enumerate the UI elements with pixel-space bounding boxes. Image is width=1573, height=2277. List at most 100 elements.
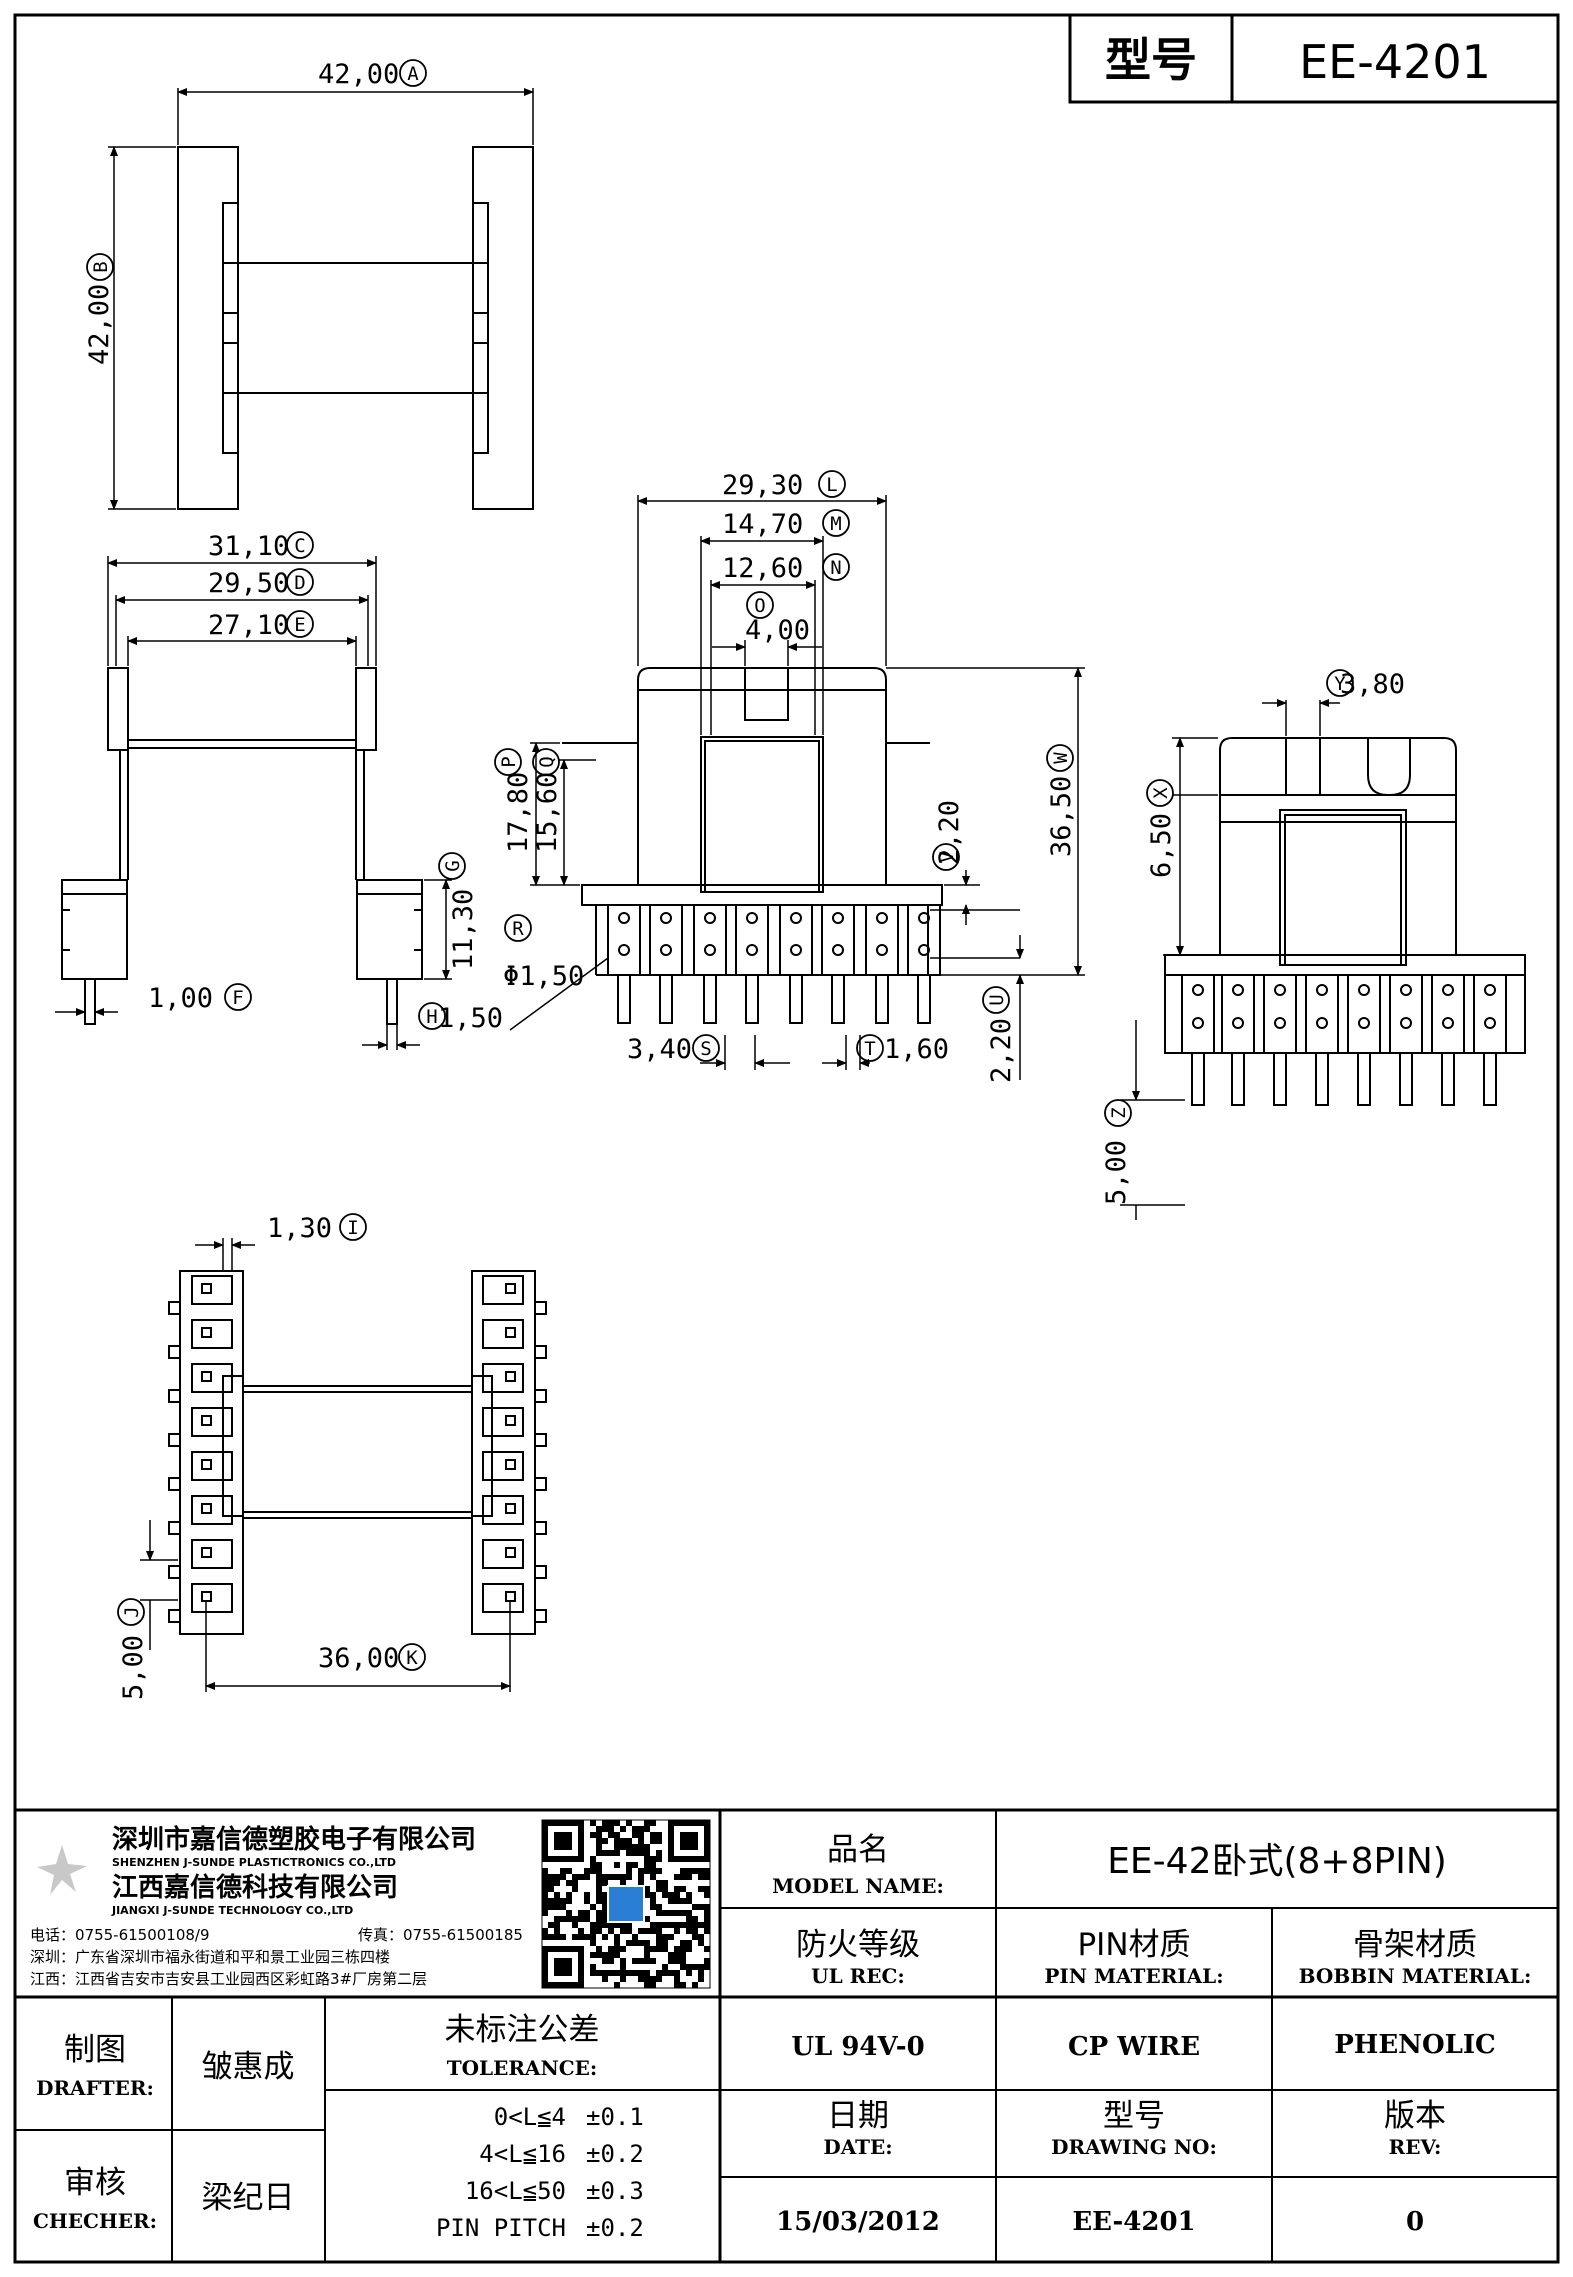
pin-hole — [201, 1415, 212, 1426]
dim-letter-k: K — [406, 1647, 418, 1669]
pin-tab — [168, 1609, 181, 1623]
dim-t: 1,60T — [856, 1034, 949, 1065]
dim-value-d: 29,50 — [208, 568, 289, 599]
dim-y: 3,80Y — [1326, 669, 1405, 700]
company-name-sz-en: SHENZHEN J-SUNDE PLASTICTRONICS CO.,LTD — [112, 1856, 396, 1869]
dim-value-w: 36,50 — [1046, 776, 1077, 857]
company-phone: 电话：0755-61500108/9 — [30, 1926, 210, 1944]
pin-slot — [1181, 974, 1215, 1054]
pin-hole — [1274, 984, 1286, 996]
pin-tab — [534, 1521, 547, 1535]
pin-material-value: CP WIRE — [1068, 2032, 1200, 2062]
company-logo — [37, 1845, 87, 1895]
dim-letter-q: Q — [536, 756, 558, 767]
dim-j: 5,00J — [117, 1598, 149, 1700]
dim-circle-g — [438, 852, 466, 880]
pin-pad — [191, 1319, 233, 1349]
header-label: 型号 — [1105, 33, 1197, 87]
company-name-jx: 江西嘉信德科技有限公司 — [112, 1873, 398, 1903]
dim-circle-v — [932, 843, 960, 871]
pin-pad — [191, 1495, 233, 1525]
bottom-dims — [140, 1238, 511, 1692]
dim-letter-p: P — [498, 756, 520, 767]
pin-slot — [779, 904, 813, 976]
dim-circle-p — [494, 748, 522, 776]
dim-circle-t — [856, 1034, 884, 1062]
pin — [789, 974, 803, 1024]
end-dims — [1120, 699, 1340, 1220]
bottom-pins — [168, 1275, 547, 1623]
pin-pad — [191, 1407, 233, 1437]
pin-slot — [821, 904, 855, 976]
bobbin-material-value: PHENOLIC — [1334, 2030, 1495, 2060]
pin-tab — [168, 1433, 181, 1447]
date-cn: 日期 — [827, 2098, 889, 2134]
dim-value-p: 17,80 — [503, 772, 534, 853]
top-view — [108, 88, 534, 510]
pin-hole — [660, 944, 672, 956]
pin-material-en: PIN MATERIAL: — [1044, 1964, 1223, 1988]
pin — [917, 974, 931, 1024]
pin-hole — [1358, 1017, 1370, 1029]
pin-pad — [482, 1451, 524, 1481]
dim-letter-r: R — [512, 918, 524, 940]
pin-slot — [1473, 974, 1507, 1054]
tolerance-range: 4<L≦16 — [479, 2140, 566, 2168]
pin-hole — [1484, 1017, 1496, 1029]
pin-hole — [660, 912, 672, 924]
pin-hole — [505, 1371, 516, 1382]
pin-hole — [1400, 984, 1412, 996]
dim-letter-b: B — [90, 261, 112, 272]
dim-value-r: Φ1,50 — [503, 961, 584, 992]
pin-pad — [191, 1275, 233, 1305]
pin-hole — [505, 1503, 516, 1514]
pin — [703, 974, 717, 1024]
company-name-sz: 深圳市嘉信德塑胶电子有限公司 — [112, 1824, 476, 1855]
drafter-cn: 制图 — [64, 2032, 126, 2068]
pin — [1399, 1052, 1413, 1106]
dim-circle-o — [746, 591, 774, 619]
tolerance-value: ±0.3 — [586, 2177, 644, 2205]
pin-hole — [505, 1547, 516, 1558]
pin-hole — [1232, 1017, 1244, 1029]
dim-circle-h — [418, 1002, 446, 1030]
dim-value-s: 3,40 — [627, 1034, 692, 1065]
dim-circle-m — [822, 509, 850, 537]
pin-hole — [618, 944, 630, 956]
pin — [1191, 1052, 1205, 1106]
dim-value-t: 1,60 — [884, 1034, 949, 1065]
pin-hole — [201, 1591, 212, 1602]
pin — [659, 974, 673, 1024]
pin-slot — [649, 904, 683, 976]
pin-pad — [191, 1583, 233, 1613]
dim-circle-k — [398, 1643, 426, 1671]
tolerance-range: PIN PITCH — [436, 2214, 566, 2242]
model-name-en: MODEL NAME: — [772, 1874, 944, 1898]
pin-pad — [191, 1539, 233, 1569]
pin-hole — [1442, 984, 1454, 996]
checker-en: CHECHER: — [33, 2209, 157, 2233]
pin-tab — [168, 1477, 181, 1491]
dim-value-g: 11,30 — [448, 889, 479, 970]
pin-hole — [505, 1327, 516, 1338]
pin — [875, 974, 889, 1024]
dim-circle-l — [818, 470, 846, 498]
pin-slot — [693, 904, 727, 976]
dim-letter-u: U — [986, 994, 1008, 1005]
dim-g: 11,30G — [438, 852, 479, 970]
drafter-en: DRAFTER: — [36, 2076, 154, 2100]
pin-pad — [191, 1451, 233, 1481]
dim-circle-w — [1046, 744, 1074, 772]
rev-cn: 版本 — [1384, 2098, 1446, 2134]
dim-value-l: 29,30 — [722, 470, 803, 501]
pin-hole — [1316, 1017, 1328, 1029]
pin-hole — [201, 1459, 212, 1470]
dim-value-o: 4,00 — [745, 615, 810, 646]
dim-w: 36,50W — [1046, 744, 1077, 857]
dim-circle-s — [692, 1034, 720, 1062]
pin-tab — [168, 1389, 181, 1403]
